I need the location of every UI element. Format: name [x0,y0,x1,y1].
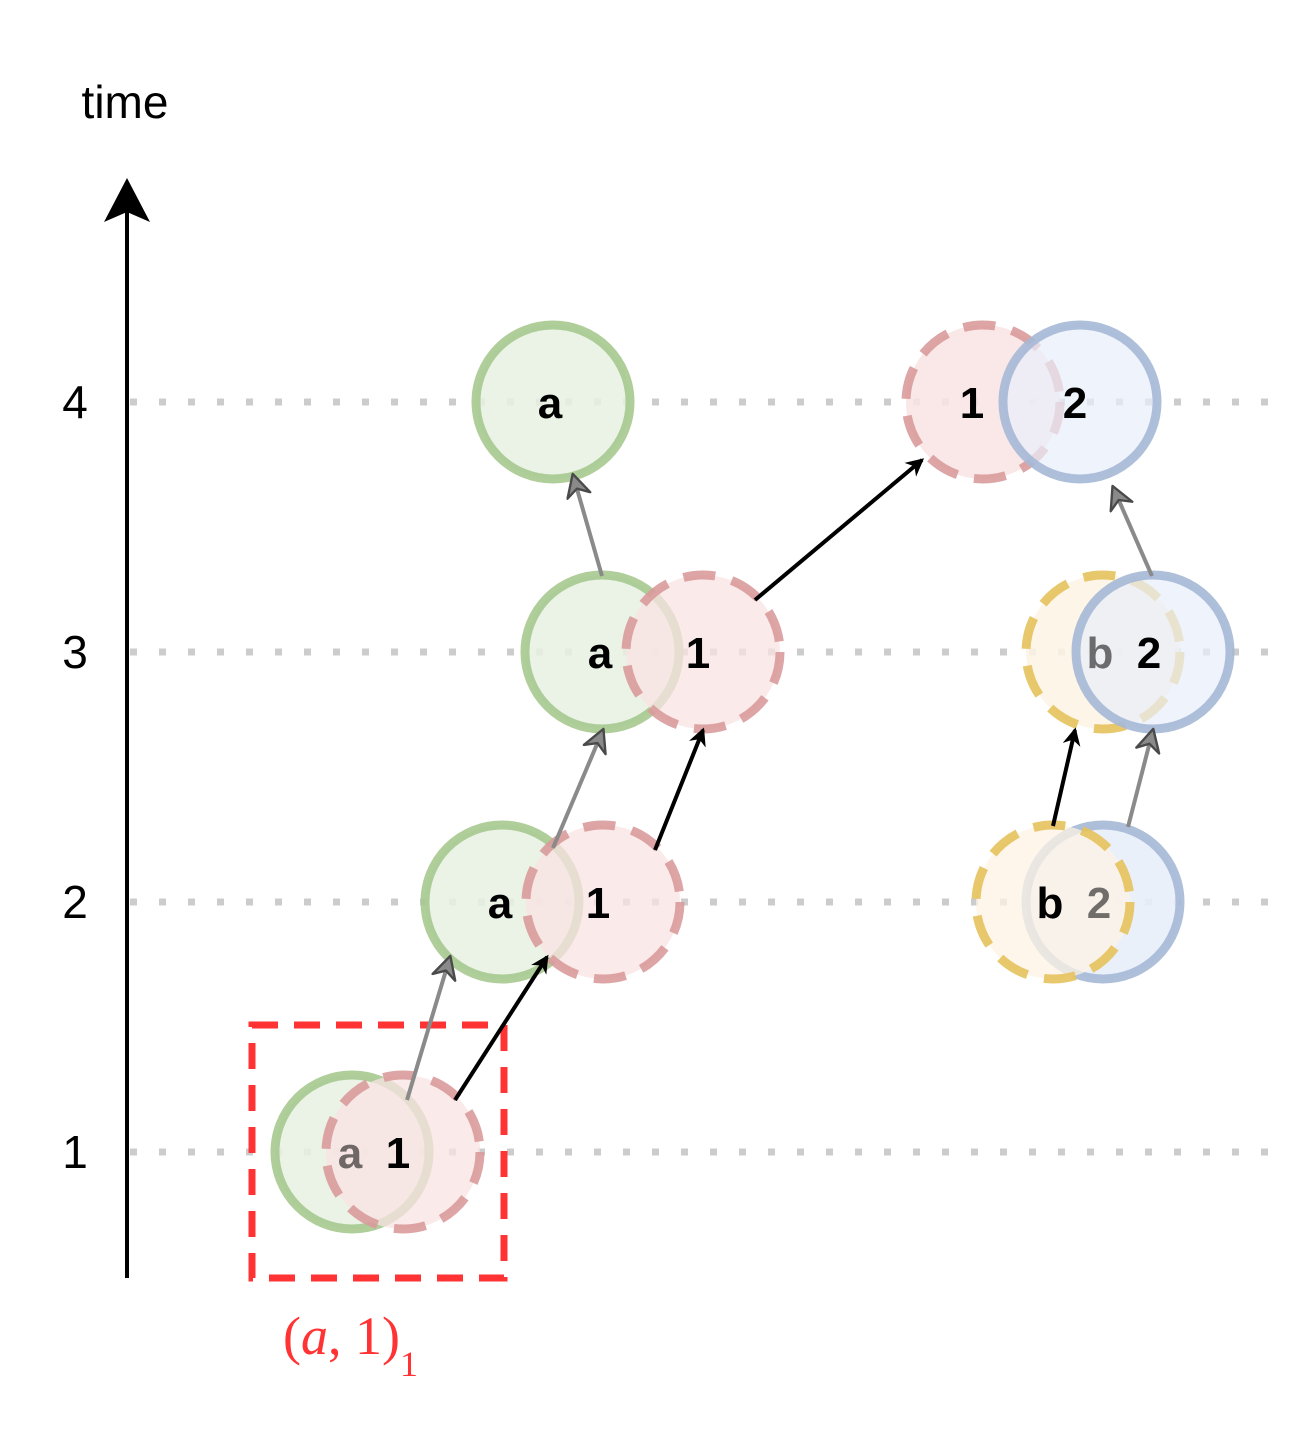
node-t2-1-circle [521,820,685,984]
highlight-box [248,1021,508,1282]
node-t3-a-label: a [588,629,613,678]
gray-arrow-t2-2-to-t3-2 [1126,727,1161,828]
gray-arrow-t2a-to-t3a [551,727,607,849]
node-t4-1-label: 1 [960,379,984,428]
node-group-t2-b2: b 2 [971,820,1185,984]
node-group-t3-a1: a 1 [520,570,785,734]
time-axis-arrowhead [104,178,150,222]
node-t2-2-label: 2 [1087,879,1111,928]
time-level-2-label: 2 [62,876,88,928]
node-t1-a-label: a [338,1129,363,1178]
node-t3-2-label: 2 [1137,629,1161,678]
time-level-3-label: 3 [62,626,88,678]
node-group-t1: a 1 [270,1070,485,1234]
time-level-1-label: 1 [62,1126,88,1178]
time-level-4-label: 4 [62,376,88,428]
time-axis-title: time [82,76,169,128]
node-group-t4-a: a [471,320,635,484]
annotation-open: ( [283,1306,301,1366]
node-t3-1-label: 1 [686,629,710,678]
node-t4-2-label: 2 [1063,379,1087,428]
black-arrow-t1-1-to-t2-1 [453,954,549,1102]
node-group-t4-12: 1 2 [901,320,1162,484]
black-arrow-t2-1-to-t3-1 [653,727,706,851]
gray-arrow-t3a-to-t4a [566,472,604,577]
node-t2-1-label: 1 [586,879,610,928]
gray-arrow-t1a-to-t2a [405,954,457,1101]
gray-arrow-t3-2-to-t4-2 [1109,484,1154,577]
black-arrow-t3-1-to-t4-1 [753,458,925,602]
black-arrow-t2b-to-t3b [1051,727,1081,827]
node-t4-a-circle [471,320,635,484]
node-group-t3-b2: b 2 [1021,570,1235,734]
node-t2-a-label: a [488,879,513,928]
annotation-sep: , 1) [328,1306,400,1366]
node-t1-1-circle [321,1070,485,1234]
annotation-subscript: 1 [400,1344,418,1384]
annotation-var: a [301,1306,328,1366]
node-t3-b-label: b [1087,629,1114,678]
node-group-t2-a1: a 1 [420,820,685,984]
node-t4-2-circle [998,320,1162,484]
node-t2-b-label: b [1037,879,1064,928]
node-t1-1-label: 1 [386,1129,410,1178]
node-t4-a-label: a [538,379,563,428]
highlight-annotation: (a, 1)1 [283,1306,418,1384]
